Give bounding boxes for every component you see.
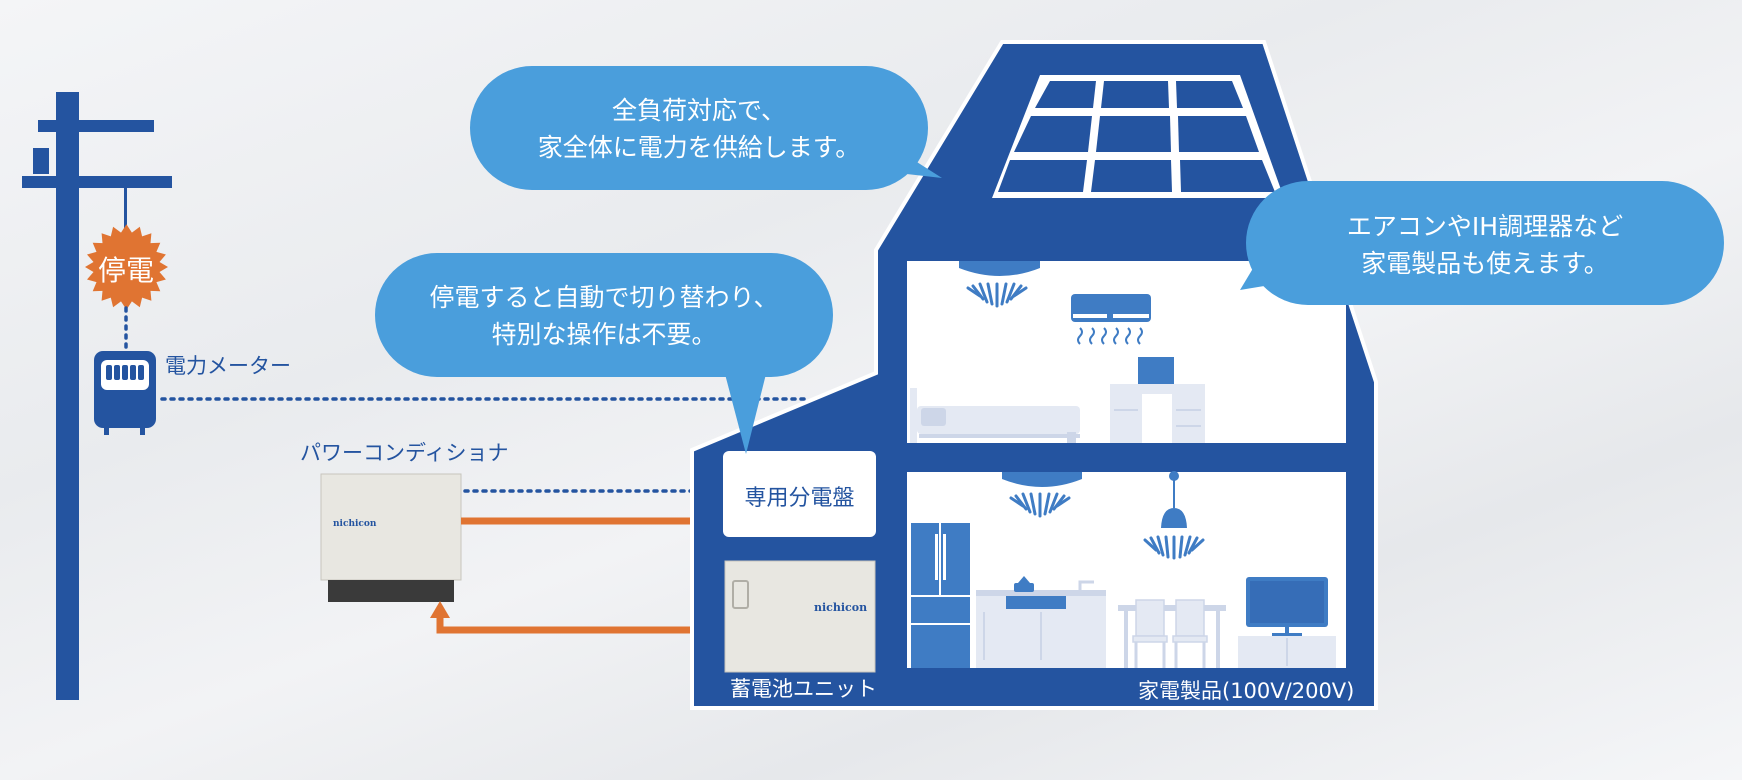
dining-table-icon xyxy=(1118,599,1226,668)
refrigerator-icon xyxy=(911,523,970,668)
utility-pole-icon xyxy=(22,92,172,700)
outage-badge-icon xyxy=(85,224,168,310)
bubble-auto-switch-line1: 停電すると自動で切り替わり、 xyxy=(429,283,779,312)
pendant-lamp-icon xyxy=(1143,471,1205,560)
bubble-appliances: エアコンやIH調理器など 家電製品も使えます。 xyxy=(1246,208,1724,282)
battery-unit-label: 蓄電池ユニット xyxy=(730,677,877,701)
battery-brand-logo: nichicon xyxy=(814,601,868,614)
solar-panel-icon xyxy=(992,75,1284,198)
battery-unit xyxy=(724,560,876,673)
desk-icon xyxy=(1110,357,1205,443)
appliances-label: 家電製品(100V/200V) xyxy=(1138,679,1355,703)
ceiling-light-upper-icon xyxy=(959,261,1040,308)
bubble-whole-house-line2: 家全体に電力を供給します。 xyxy=(537,133,861,162)
bed-icon xyxy=(910,388,1080,443)
power-meter-icon xyxy=(94,351,156,435)
conditioner-brand-logo: nichicon xyxy=(333,519,377,529)
bubble-whole-house-line1: 全負荷対応で、 xyxy=(611,96,786,125)
bubble-appliances-line2: 家電製品も使えます。 xyxy=(1361,249,1609,278)
power-conditioner-unit xyxy=(320,473,462,602)
bubble-appliances-line1: エアコンやIH調理器など xyxy=(1346,212,1624,241)
distribution-board xyxy=(723,451,876,537)
distribution-board-label: 専用分電盤 xyxy=(744,486,855,511)
kitchen-stove-icon xyxy=(976,576,1106,668)
television-icon xyxy=(1238,577,1336,668)
signal-dotted-lines xyxy=(124,306,812,493)
bubble-auto-switch-line2: 特別な操作は不要。 xyxy=(491,320,717,349)
speech-bubbles xyxy=(375,66,1724,454)
bubble-whole-house: 全負荷対応で、 家全体に電力を供給します。 xyxy=(470,92,928,166)
power-meter-label: 電力メーター xyxy=(165,354,291,378)
outage-label: 停電 xyxy=(98,254,155,287)
power-conditioner-label: パワーコンディショナ xyxy=(300,441,509,465)
air-conditioner-icon xyxy=(1071,294,1151,345)
bubble-auto-switch: 停電すると自動で切り替わり、 特別な操作は不要。 xyxy=(375,279,833,353)
ceiling-light-lower-icon xyxy=(1002,472,1082,518)
